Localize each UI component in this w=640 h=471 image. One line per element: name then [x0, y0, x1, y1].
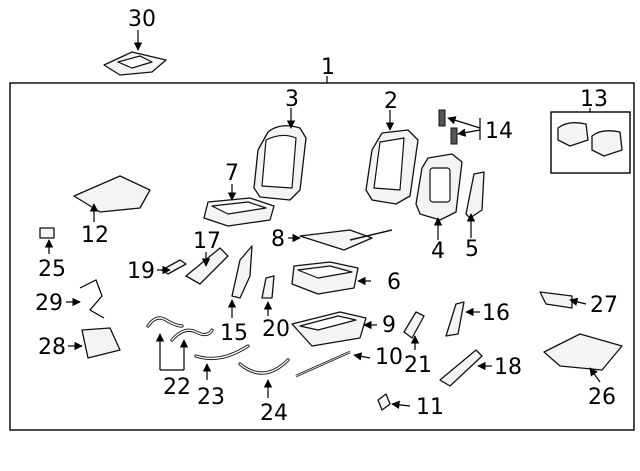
callout-10: 10 — [375, 345, 403, 370]
part-19-bracket — [161, 259, 187, 275]
callout-6: 6 — [387, 270, 401, 295]
callout-12: 12 — [81, 223, 109, 248]
callout-11: 11 — [416, 395, 444, 420]
part-20-panel — [261, 275, 275, 299]
callout-21: 21 — [404, 353, 432, 378]
callout-27: 27 — [590, 293, 618, 318]
callout-19: 19 — [127, 259, 155, 284]
callout-16: 16 — [482, 301, 510, 326]
part-10-rod — [295, 350, 351, 378]
part-21-panel — [403, 311, 425, 339]
callout-26: 26 — [588, 385, 616, 410]
part-16-bracket — [445, 301, 465, 337]
part-28-trim-block — [81, 327, 121, 359]
callout-5: 5 — [465, 237, 479, 262]
callout-22: 22 — [163, 375, 191, 400]
part-9-seat-pan — [291, 311, 367, 347]
part-29-wire-harness — [79, 279, 105, 319]
callout-labels: 30 1 3 2 13 14 7 12 8 17 4 5 25 19 6 29 … — [35, 7, 618, 426]
callout-23: 23 — [197, 385, 225, 410]
callout-18: 18 — [494, 355, 522, 380]
callout-13: 13 — [580, 87, 608, 112]
part-5-trim-panel — [465, 171, 485, 219]
callout-25: 25 — [38, 257, 66, 282]
part-4-back-frame — [415, 153, 463, 221]
callout-8: 8 — [271, 227, 285, 252]
callout-3: 3 — [285, 87, 299, 112]
callout-17: 17 — [193, 229, 221, 254]
part-8-seat-pan — [299, 229, 393, 251]
part-22-wires — [146, 316, 214, 342]
callout-2: 2 — [384, 89, 398, 114]
callout-14: 14 — [485, 119, 513, 144]
callout-20: 20 — [262, 317, 290, 342]
part-15-hinge-bracket — [231, 245, 253, 299]
callout-7: 7 — [225, 161, 239, 186]
part-6-seat-cushion — [291, 261, 359, 295]
part-30-bracket — [103, 51, 167, 76]
callout-24: 24 — [260, 401, 288, 426]
assembly-frame — [9, 82, 635, 431]
part-23-wire — [194, 344, 250, 360]
callout-15: 15 — [220, 321, 248, 346]
callout-29: 29 — [35, 291, 63, 316]
part-2-seat-back — [365, 129, 419, 205]
part-3-seat-back — [253, 125, 307, 201]
leader-lines — [44, 30, 601, 410]
callout-1: 1 — [321, 55, 335, 80]
part-11-clip — [377, 393, 391, 411]
callout-30: 30 — [128, 7, 156, 32]
part-26-base — [543, 333, 623, 371]
part-27-strip — [539, 291, 573, 309]
callout-9: 9 — [382, 313, 396, 338]
part-18-track — [439, 349, 483, 387]
part-13-headrests — [557, 122, 623, 157]
part-12-cushion-base — [73, 175, 151, 213]
part-14-headrest-guides — [438, 109, 458, 145]
callout-28: 28 — [38, 335, 66, 360]
part-24-wire — [238, 358, 290, 375]
part-7-seat-cushion — [203, 197, 275, 227]
callout-4: 4 — [431, 239, 445, 264]
part-25-connector — [39, 227, 55, 239]
